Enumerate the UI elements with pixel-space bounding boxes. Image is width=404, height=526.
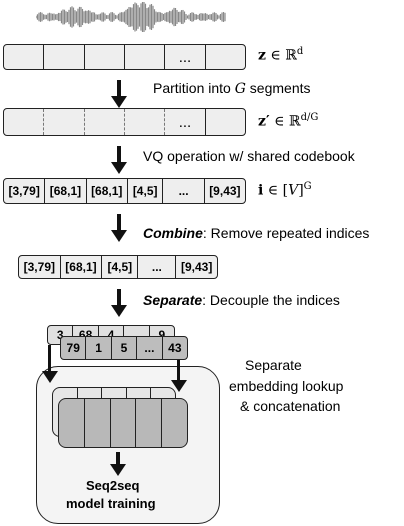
zprime-equation: z′ ∈ ℝd/G xyxy=(258,112,319,130)
vq-index-cell: [3,79] xyxy=(4,179,46,203)
arrow-4 xyxy=(111,289,127,317)
i-equation: i ∈ [V]G xyxy=(258,181,312,199)
side-text-3: & concatenation xyxy=(240,398,341,414)
seq2seq-subtitle: model training xyxy=(66,496,156,511)
separated-top-index-cell: 9 xyxy=(158,328,166,342)
arrow-2 xyxy=(111,146,127,174)
vq-index-cell: [68,1] xyxy=(45,179,87,203)
arrow-left xyxy=(42,345,58,383)
arrow-5 xyxy=(110,452,126,476)
separated-bottom-index-cell: ... xyxy=(137,337,163,359)
arrow-3 xyxy=(111,214,127,242)
seq2seq-title: Seq2seq xyxy=(86,478,140,493)
zprime-vector: ... xyxy=(3,108,246,136)
waveform-icon: /* placeholder to keep structure */ xyxy=(36,2,226,32)
side-text-2: embedding lookup xyxy=(229,378,344,394)
combined-index-cell: [4,5] xyxy=(102,256,139,278)
z-vector: ... xyxy=(3,44,246,70)
combined-index-cell: [9,43] xyxy=(180,260,213,274)
z-equation: z ∈ ℝd xyxy=(258,46,304,64)
separate-label: Separate: Decouple the indices xyxy=(143,292,340,308)
arrow-1 xyxy=(111,80,127,108)
separated-bottom-index-cell: 5 xyxy=(112,337,138,359)
combined-index-cell: ... xyxy=(138,256,177,278)
vq-index-cell: ... xyxy=(163,179,205,203)
vq-indices-row: [3,79][68,1][68,1][4,5]...[9,43] xyxy=(3,178,246,204)
partition-label: Partition into G segments xyxy=(153,80,311,97)
combined-index-cell: [3,79] xyxy=(19,256,61,278)
separated-bottom-index-cell: 79 xyxy=(61,337,87,359)
vq-index-cell: [9,43] xyxy=(209,184,241,198)
combined-index-cell: [68,1] xyxy=(61,256,103,278)
combine-label: Combine: Remove repeated indices xyxy=(143,225,370,241)
combined-indices-row: [3,79][68,1][4,5]...[9,43] xyxy=(18,255,218,279)
separated-top-index-cell: 3 xyxy=(48,326,74,344)
embedding-front xyxy=(58,398,188,448)
vq-index-cell: [68,1] xyxy=(87,179,128,203)
separated-bottom-index-cell: 1 xyxy=(86,337,112,359)
zprime-ellipsis: ... xyxy=(165,109,206,135)
z-ellipsis: ... xyxy=(165,45,206,69)
vq-index-cell: [4,5] xyxy=(128,179,164,203)
separated-top-index-cell: ... xyxy=(124,326,150,344)
arrow-right xyxy=(171,360,187,392)
separated-top-index-cell: 4 xyxy=(99,326,125,344)
side-text-1: Separate xyxy=(245,357,302,373)
separated-bottom-index-cell: 43 xyxy=(168,341,182,355)
vq-operation-label: VQ operation w/ shared codebook xyxy=(143,148,355,164)
